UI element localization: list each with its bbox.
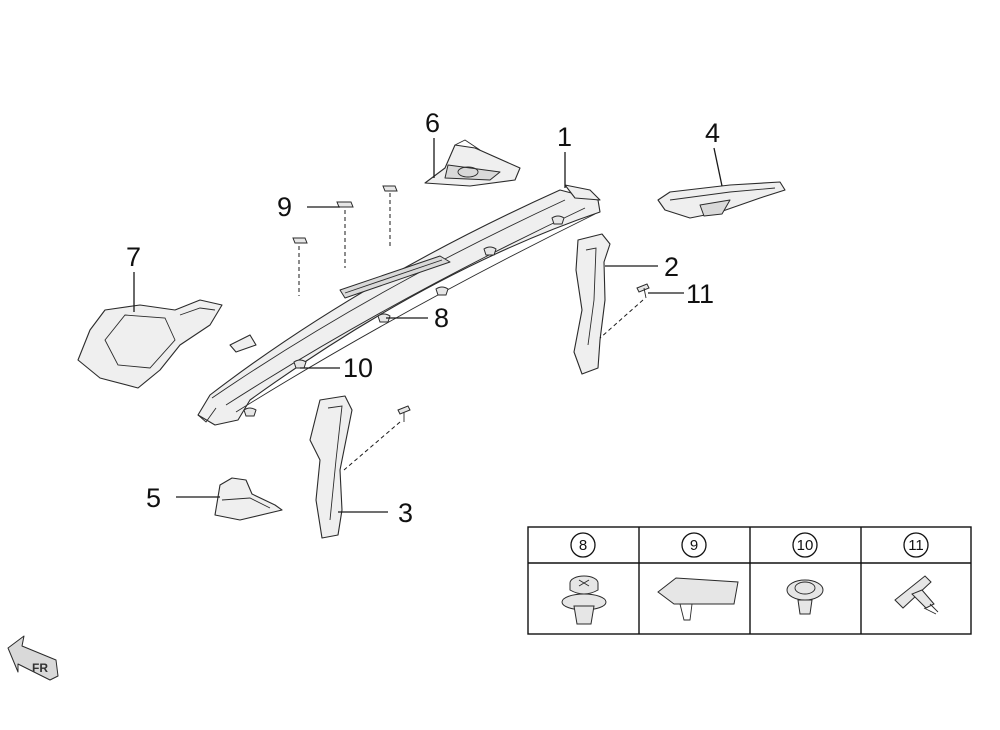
callout-11: 11 xyxy=(686,279,714,309)
screws-11 xyxy=(397,283,650,422)
table-header-10: 10 xyxy=(797,537,814,554)
callout-6: 6 xyxy=(425,108,440,138)
callout-2: 2 xyxy=(664,252,679,282)
callout-9: 9 xyxy=(277,192,292,222)
fastener-8-icon xyxy=(561,575,607,625)
table-header-9: 9 xyxy=(690,537,698,554)
callout-1: 1 xyxy=(557,122,572,152)
front-direction-label: FR xyxy=(32,661,48,675)
leader-lines xyxy=(133,138,723,513)
callout-labels: 1 2 3 4 5 6 7 8 9 10 11 xyxy=(126,108,720,528)
part-9-pads xyxy=(292,185,398,244)
callout-8: 8 xyxy=(434,303,449,333)
part-1-main-rail xyxy=(197,184,601,426)
fastener-9-icon xyxy=(657,577,739,621)
table-header-8: 8 xyxy=(579,537,587,554)
rail-clips xyxy=(243,215,565,417)
fastener-11-icon xyxy=(894,575,939,615)
part-3-pillar xyxy=(309,395,353,539)
part-7-panel xyxy=(77,299,223,389)
part-4-trim xyxy=(657,181,786,219)
front-direction-arrow: FR xyxy=(7,635,59,681)
part-5-trim xyxy=(214,477,283,521)
callout-10: 10 xyxy=(343,353,373,383)
dashed-guides xyxy=(298,193,644,471)
callout-3: 3 xyxy=(398,498,413,528)
table-header-11: 11 xyxy=(908,537,924,554)
part-6-bracket xyxy=(424,139,521,187)
fastener-10-icon xyxy=(786,579,824,615)
fastener-table: 8 9 10 11 xyxy=(527,526,972,635)
callout-4: 4 xyxy=(705,118,720,148)
part-2-pillar xyxy=(573,233,611,375)
callout-7: 7 xyxy=(126,242,141,272)
callout-5: 5 xyxy=(146,483,161,513)
